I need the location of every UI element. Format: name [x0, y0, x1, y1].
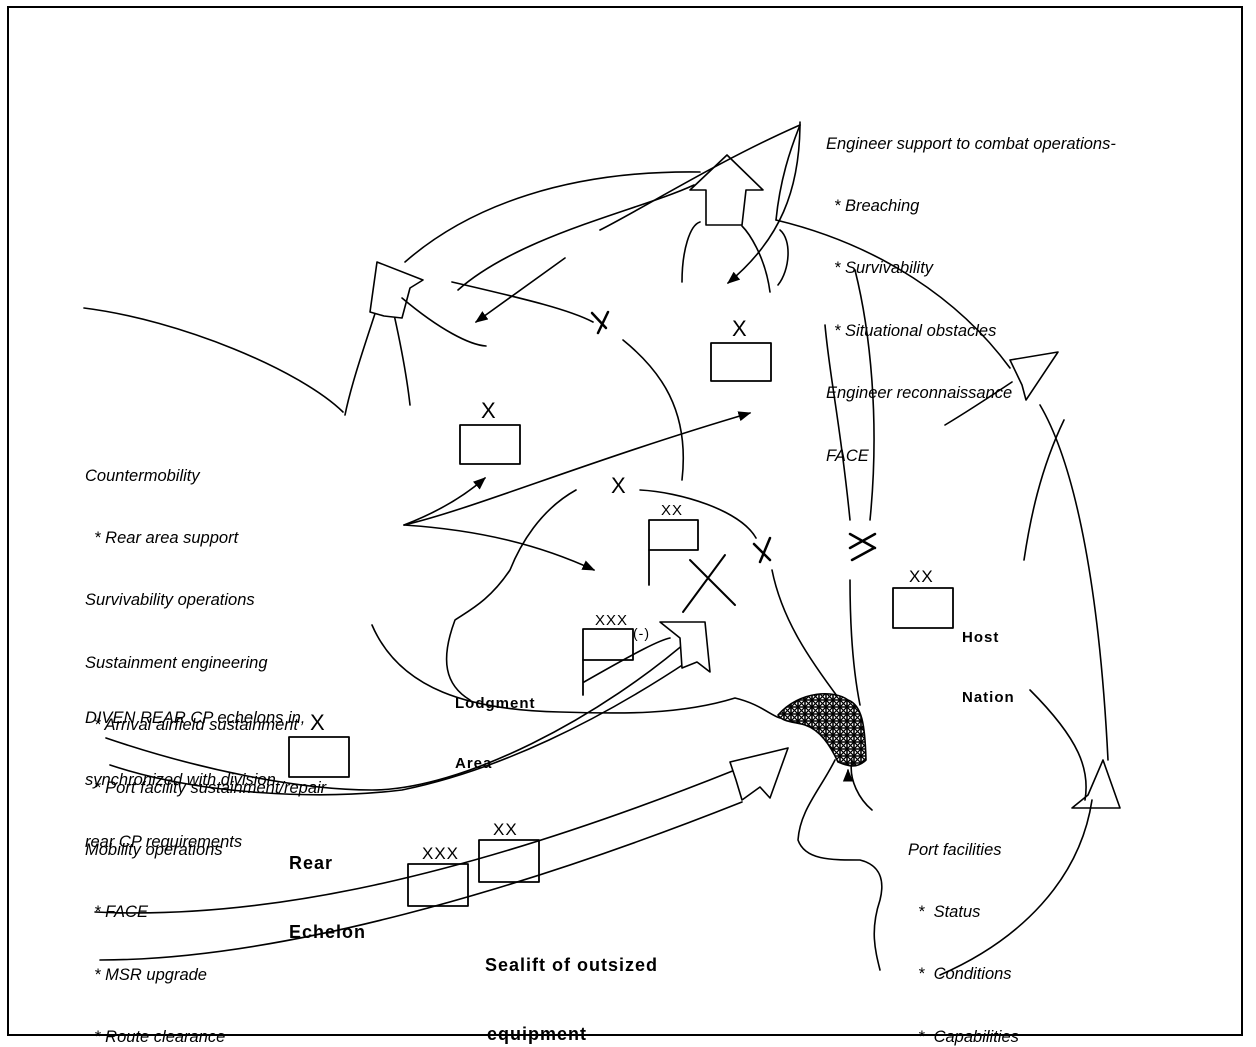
echelon-minus-marker: (-): [633, 625, 650, 641]
diagram-frame: [7, 6, 1243, 1036]
rear-echelon-label-line: Rear: [289, 853, 334, 873]
rear-echelon-label-line: Echelon: [289, 922, 367, 942]
echelon-marker-sealift-corps: XXX: [422, 844, 460, 863]
unit-box-host-nation: [892, 587, 954, 629]
hollow-arrowhead-rear: [659, 621, 711, 673]
rear-task-line: * MSR upgrade: [85, 965, 207, 984]
lodgment-label-line: Lodgment: [455, 695, 536, 712]
engineer-support-block: Engineer support to combat operations- *…: [826, 92, 1116, 508]
sealift-arrow: [94, 747, 789, 961]
echelon-marker-sealift-division: XX: [493, 820, 518, 839]
host-nation-label-line: Host: [962, 629, 1000, 646]
host-nation-label: Host Nation: [962, 588, 1015, 748]
sealift-label: Sealift of outsized equipment: [485, 908, 658, 1047]
lodgment-area-label: Lodgment Area: [455, 654, 536, 814]
diven-note-line: rear CP requirements: [85, 833, 243, 852]
outer-arrows: [83, 124, 1121, 976]
lodgment-lines: [371, 269, 875, 719]
engineer-support-extra: Engineer reconnaissance: [826, 384, 1013, 403]
rear-task-line: * Rear area support: [85, 528, 239, 547]
port-hatched-area: [777, 692, 867, 767]
unit-box-center-corps: [582, 628, 634, 661]
engineer-support-title: Engineer support to combat operations-: [826, 134, 1116, 153]
rear-task-line: * Route clearance: [85, 1028, 226, 1047]
unit-box-top-brigade: [710, 342, 772, 382]
hollow-arrowhead-right-top: [1009, 351, 1059, 401]
hollow-arrowhead-sealift: [729, 747, 789, 801]
diven-note-line: synchronized with division: [85, 770, 276, 789]
port-facilities-item: * Capabilities: [918, 1027, 1019, 1046]
rear-task-line: Mobility operations: [85, 840, 223, 859]
unit-box-rear-brigade: [288, 736, 350, 778]
hollow-arrowhead-left: [369, 261, 424, 319]
hollow-arrowhead-right-bottom: [1071, 759, 1121, 809]
rear-task-line: * FACE: [85, 903, 148, 922]
port-facilities-block: Port facilities * Status * Conditions * …: [908, 798, 1019, 1047]
hollow-arrowhead-top: [689, 154, 764, 226]
port-area: [777, 692, 883, 971]
diven-note-block: DIVEN REAR CP echelons in, synchronized …: [85, 666, 305, 895]
engineer-support-item: * Situational obstacles: [834, 321, 997, 340]
upper-flow-lines: [401, 121, 801, 481]
unit-box-sealift-corps: [407, 863, 469, 907]
port-facilities-item: * Status: [918, 902, 981, 921]
echelon-marker-rear-brigade: X: [310, 710, 326, 735]
port-facilities-title: Port facilities: [908, 840, 1002, 859]
rear-task-line: Survivability operations: [85, 591, 255, 610]
diven-note-line: DIVEN REAR CP echelons in,: [85, 708, 306, 727]
port-facilities-item: * Conditions: [918, 965, 1012, 984]
echelon-marker-left-brigade: X: [481, 398, 497, 423]
echelon-marker-center-brigade: X: [611, 473, 627, 498]
echelon-marker-center-division: XX: [661, 502, 684, 519]
boundary-crosses: [590, 310, 877, 613]
rear-arrows: [105, 621, 711, 796]
rear-task-line: * Port facility sustainment/repair: [85, 778, 327, 797]
unit-box-center-division: [648, 519, 699, 551]
echelon-marker-host-nation: XX: [909, 567, 934, 586]
echelon-marker-center-corps: XXX: [595, 612, 629, 629]
rear-task-line: * Arrival airfield sustainment: [85, 716, 299, 735]
unit-box-sealift-division: [478, 839, 540, 883]
rear-tasks-block: Countermobility * Rear area support Surv…: [85, 424, 326, 1047]
sealift-label-line: equipment: [487, 1024, 588, 1044]
rear-echelon-label: Rear Echelon: [289, 806, 366, 990]
engineer-support-item: * Breaching: [834, 196, 920, 215]
unit-box-left-brigade: [459, 424, 521, 465]
lodgment-label-line: Area: [455, 755, 493, 772]
rear-task-line: Countermobility: [85, 466, 200, 485]
engineer-support-extra: FACE: [826, 446, 869, 465]
echelon-marker-top-brigade: X: [732, 316, 748, 341]
rear-task-line: Sustainment engineering: [85, 653, 268, 672]
engineer-support-item: * Survivability: [834, 259, 934, 278]
host-nation-label-line: Nation: [962, 689, 1015, 706]
unit-boxes: [288, 342, 954, 907]
sealift-label-line: Sealift of outsized: [485, 955, 659, 975]
